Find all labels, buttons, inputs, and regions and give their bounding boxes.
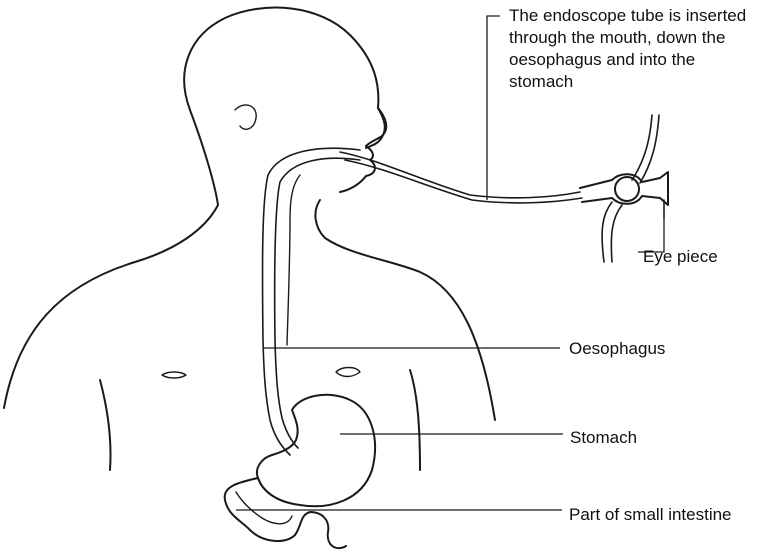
- face-profile: [340, 108, 386, 192]
- stomach-label: Stomach: [570, 427, 637, 449]
- leader-eyepiece: [638, 200, 664, 252]
- ear: [235, 105, 256, 129]
- small-intestine-label: Part of small intestine: [569, 504, 739, 526]
- oesophagus-outer: [263, 148, 360, 455]
- endoscope-cable-down: [602, 202, 612, 262]
- right-nipple: [336, 368, 360, 377]
- endoscope-label: The endoscope tube is inserted through t…: [509, 5, 759, 93]
- left-arm: [100, 380, 111, 470]
- neck-right: [315, 200, 495, 420]
- small-intestine: [225, 478, 346, 548]
- small-intestine-inner: [236, 492, 292, 524]
- endoscope-cable-down-2: [611, 205, 622, 262]
- stomach-shape: [257, 395, 375, 506]
- right-arm: [410, 370, 420, 470]
- endoscope-tube: [340, 152, 580, 198]
- eye-piece-label: Eye piece: [643, 246, 718, 268]
- oesophagus-wall: [287, 175, 300, 345]
- endoscope-cable-up: [632, 115, 652, 180]
- endoscope-cable-up-2: [640, 115, 659, 183]
- left-nipple: [162, 372, 186, 378]
- leader-endoscope: [487, 16, 500, 200]
- oesophagus-inner: [275, 158, 360, 448]
- endoscope-control-wheel: [615, 177, 639, 201]
- oesophagus-label: Oesophagus: [569, 338, 665, 360]
